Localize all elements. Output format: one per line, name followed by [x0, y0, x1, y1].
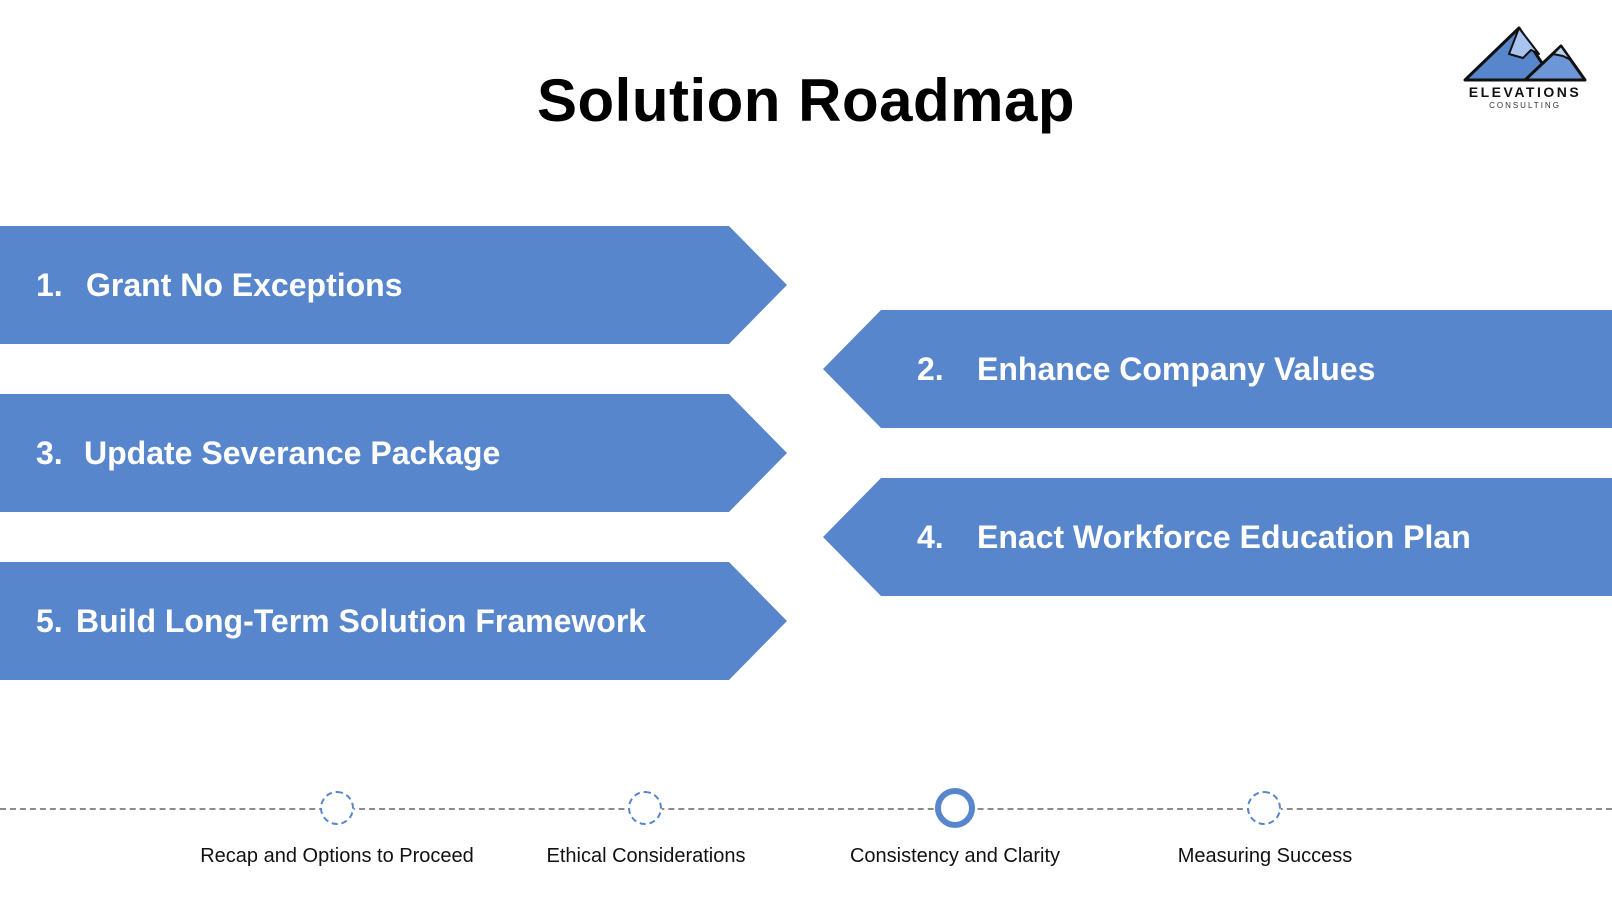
roadmap-item-1: 1. Grant No Exceptions — [0, 226, 787, 344]
progress-timeline — [0, 808, 1612, 810]
roadmap-item-number: 4. — [917, 518, 944, 555]
roadmap-item-2: 2. Enhance Company Values — [823, 310, 1612, 428]
roadmap-item-number: 2. — [917, 350, 944, 387]
progress-step-marker[interactable] — [320, 791, 354, 825]
page-title: Solution Roadmap — [537, 67, 1075, 134]
roadmap-item-number: 1. — [36, 266, 63, 303]
roadmap-item-label: Update Severance Package — [84, 434, 501, 471]
roadmap-item-4: 4. Enact Workforce Education Plan — [823, 478, 1612, 596]
progress-step-label[interactable]: Measuring Success — [1177, 845, 1353, 867]
progress-step-marker-current[interactable] — [935, 788, 975, 828]
roadmap-item-number: 5. — [36, 602, 63, 639]
roadmap-item-label: Grant No Exceptions — [86, 266, 403, 303]
roadmap-item-label: Enact Workforce Education Plan — [977, 518, 1471, 555]
roadmap-item-3: 3. Update Severance Package — [0, 394, 787, 512]
progress-step-marker[interactable] — [1247, 791, 1281, 825]
roadmap-item-label: Enhance Company Values — [977, 350, 1376, 387]
company-logo: ELEVATIONS CONSULTING — [1455, 24, 1595, 116]
logo-wordmark: ELEVATIONS — [1468, 84, 1582, 100]
roadmap-item-5: 5. Build Long-Term Solution Framework — [0, 562, 787, 680]
logo-subtitle: CONSULTING — [1489, 101, 1561, 110]
progress-step-label[interactable]: Ethical Considerations — [546, 845, 746, 867]
mountain-icon — [1463, 26, 1587, 82]
roadmap-item-label: Build Long-Term Solution Framework — [76, 602, 647, 639]
progress-step-label[interactable]: Recap and Options to Proceed — [200, 845, 474, 867]
progress-step-label[interactable]: Consistency and Clarity — [849, 845, 1061, 867]
progress-step-marker[interactable] — [628, 791, 662, 825]
roadmap-item-number: 3. — [36, 434, 63, 471]
